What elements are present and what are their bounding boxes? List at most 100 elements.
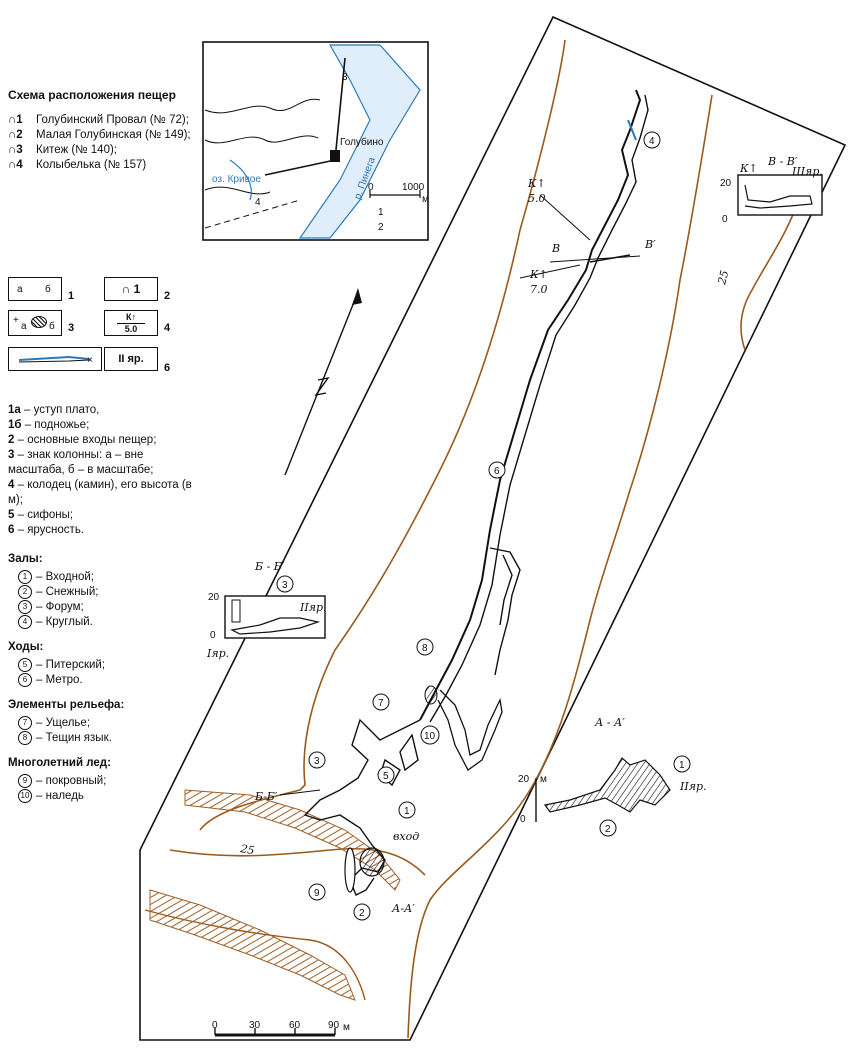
symbol-box-2-num: 2 [164,290,171,302]
contour-line-25 [169,847,426,876]
well-leader-2 [519,264,581,279]
scale-unit: м [343,1022,350,1033]
map-circle-2: 2 [359,908,365,919]
map-circles: 1 2 3 4 5 6 7 8 9 10 [308,131,661,921]
symbol-box-6: II яр. [104,347,158,371]
cave-entrance-icon: ∩ [121,282,134,296]
map-circle-7: 7 [378,698,384,709]
section-vv [737,174,823,216]
well-leader-1 [539,194,591,241]
cave-entrance-icon: ∩1 [8,114,23,126]
section-mark-aa: А-А′ [391,902,415,915]
map-circle-4: 4 [649,136,655,147]
section-vv-tier: IIIяр. [791,165,823,178]
symbol-box-3: + а б [8,310,62,336]
map-circle-6: 6 [494,466,500,477]
section-mark-v: В [551,242,560,255]
inset-village-label: Голубино [340,136,384,148]
inset-scale-zero: 0 [368,182,374,193]
cave-passage-metro-wall [429,94,649,723]
legend-descriptions: 1а – уступ плато, 1б – подножье; 2 – осн… [8,403,198,804]
cliff-edge-upper [184,789,401,891]
scale-tick-60: 60 [289,1020,301,1031]
legend-hall-1: 1– Входной; [8,570,198,585]
section-aa-unit: м [540,774,547,785]
inset-scale-max: 1000 [402,182,425,193]
ice-cover [344,847,356,893]
legend-relief-8: 8– Тещин язык. [8,731,198,746]
map-circle-1: 1 [404,806,410,817]
section-aa-ybot: 0 [520,814,526,825]
cave-passage-metro [419,89,642,721]
legend-title: Схема расположения пещер [8,88,176,102]
section-bb-ytop: 20 [208,592,220,603]
legend-desc-5: 5 – сифоны; [8,509,74,521]
legend-passages-title: Ходы: [8,641,44,654]
map-circle-10: 10 [424,731,436,742]
inset-lake-label: оз. Кривое [212,174,261,185]
section-bb-title: Б - Б′ [254,560,285,573]
legend-hall-3: 3– Форум; [8,600,198,615]
inset-marker-2: 2 [378,222,384,233]
contour-line-east [407,94,713,1039]
legend-passage-5: 5– Питерский; [8,658,198,673]
symbol-box-2: ∩ 1 [104,277,158,301]
contour-line-west [199,39,566,831]
legend-desc-4: 4 – колодец (камин), его высота (в м); [8,479,192,506]
section-bb-ybot: 0 [210,630,216,641]
legend-ice-10: 10– наледь [8,789,198,804]
entrance-label: вход [393,830,419,843]
location-inset-map [202,41,429,241]
cave-entrance-icon: ∩2 [8,129,23,141]
scale-tick-30: 30 [249,1020,261,1031]
map-circle-5: 5 [383,771,389,782]
section-mark-bb: Б-Б′ [254,790,278,803]
inset-scale-unit: м [422,194,429,205]
contour-label-right: 25 [715,269,731,287]
north-arrow [284,288,362,476]
legend-ice-title: Многолетний лед: [8,757,111,770]
section-aa-ytop: 20 [518,774,530,785]
symbol-box-3-num: 3 [68,322,75,334]
inset-marker-3: 3 [342,72,348,83]
section-bb-left-tier: Iяр. [206,647,229,660]
map-circle-3: 3 [314,756,320,767]
section-vv-well: К↑ [739,162,758,175]
cliff-edge-lower [149,889,356,1001]
symbol-box-1: а б [8,277,62,301]
map-circle-8: 8 [422,643,428,654]
legend-desc-3: 3 – знак колонны: а – вне масштаба, б – … [8,449,154,476]
icefall [424,685,438,705]
cave-branch-southeast [437,689,503,771]
legend-desc-2: 2 – основные входы пещер; [8,434,157,446]
symbol-box-6-num: 6 [164,362,171,374]
section-bb-right-tier: IIяр. [299,601,327,614]
well-1-top: К↑ [527,177,546,190]
contour-label-25: 25 [238,842,255,857]
section-aa-circle-1: 1 [679,760,685,771]
inset-marker-1: 1 [378,207,384,218]
section-vv-ybot: 0 [722,214,728,225]
hall-snow [359,847,385,877]
symbol-box-5: × [8,347,102,371]
section-vv-ytop: 20 [720,178,732,189]
legend-desc-1a: 1а – уступ плато, [8,404,100,416]
scale-tick-0: 0 [212,1020,218,1031]
inset-marker-4: 4 [255,197,261,208]
contour-line-right [740,194,801,351]
legend-hall-4: 4– Круглый. [8,615,198,630]
section-line-vv [549,255,641,263]
symbol-box-4: К↑ 5.0 [104,310,158,336]
well-2-bottom: 7.0 [530,283,548,296]
legend-desc-1b: 1б – подножье; [8,419,90,431]
map-frame [139,15,847,1041]
section-aa-tier: IIяр. [679,780,707,793]
section-aa-title: А - А′ [594,716,625,729]
legend-desc-6: 6 – ярусность. [8,524,85,536]
